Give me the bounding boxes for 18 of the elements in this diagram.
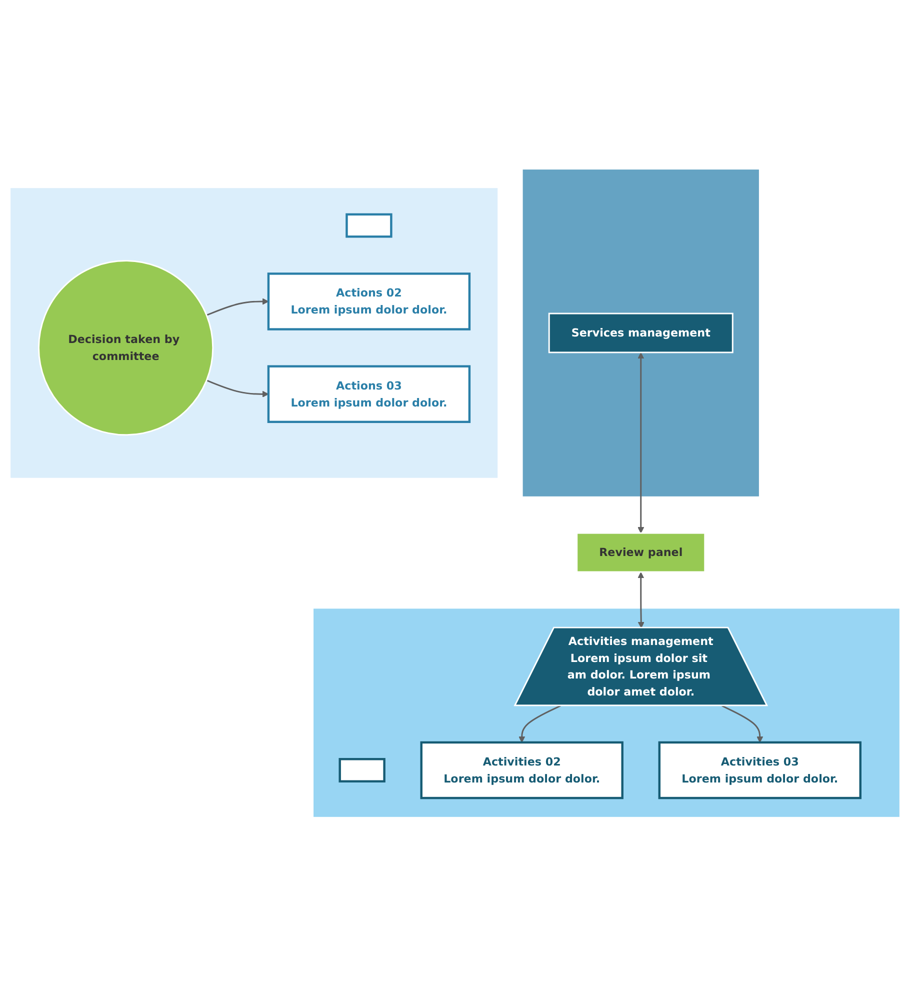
node-box: Actions 02 Lorem ipsum dolor dolor. — [267, 272, 471, 331]
node-box: Services management — [548, 313, 734, 354]
arrow — [206, 380, 269, 398]
cluster — [522, 170, 759, 497]
arrow — [722, 705, 764, 743]
cluster — [10, 188, 498, 478]
node-box: Activities 03 Lorem ipsum dolor dolor. — [658, 742, 862, 800]
node-box — [338, 758, 386, 783]
node-circle: Decision taken by committee — [38, 260, 214, 436]
node-box — [346, 214, 392, 238]
cluster — [314, 608, 900, 818]
node-box: Actions 03 Lorem ipsum dolor dolor. — [267, 365, 471, 424]
node-box: Review panel — [576, 532, 706, 573]
node-box: Activities 02 Lorem ipsum dolor dolor. — [420, 742, 624, 800]
arrow — [638, 352, 644, 534]
arrow — [638, 572, 644, 628]
arrow — [206, 298, 269, 316]
arrow — [518, 705, 561, 743]
